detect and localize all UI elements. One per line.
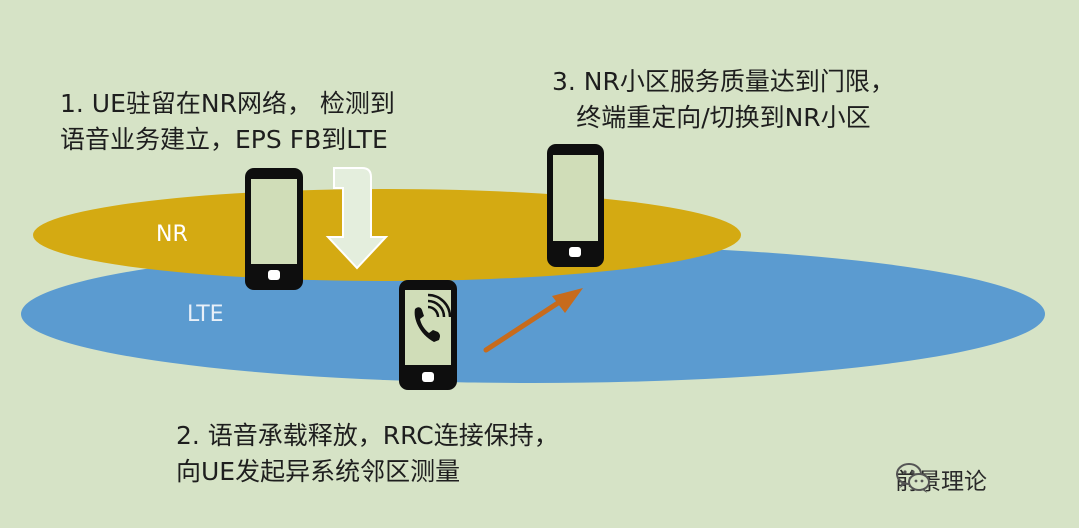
return-arrow: [483, 288, 583, 353]
step3-line2: 终端重定向/切换到NR小区: [576, 103, 871, 132]
nr-layer: [33, 189, 741, 281]
phone-icon: [547, 144, 604, 267]
step2-line1: 2. 语音承载释放，RRC连接保持，: [176, 421, 559, 450]
step2-caption: 2. 语音承载释放，RRC连接保持， 向UE发起异系统邻区测量: [176, 418, 559, 490]
lte-layer-label: LTE: [187, 302, 224, 327]
step2-line2: 向UE发起异系统邻区测量: [176, 457, 461, 486]
step1-line1: 1. UE驻留在NR网络， 检测到: [60, 89, 395, 118]
wechat-icon: [896, 463, 930, 493]
fallback-arrow: [325, 167, 389, 270]
step3-line1: 3. NR小区服务质量达到门限，: [552, 67, 895, 96]
phone-icon: [245, 168, 303, 290]
step3-caption: 3. NR小区服务质量达到门限， 终端重定向/切换到NR小区: [552, 64, 895, 136]
watermark: 前景理论: [895, 462, 987, 496]
call-icon: [414, 293, 452, 342]
step1-caption: 1. UE驻留在NR网络， 检测到 语音业务建立，EPS FB到LTE: [60, 86, 395, 158]
step1-line2: 语音业务建立，EPS FB到LTE: [60, 125, 388, 154]
nr-layer-label: NR: [156, 222, 188, 247]
